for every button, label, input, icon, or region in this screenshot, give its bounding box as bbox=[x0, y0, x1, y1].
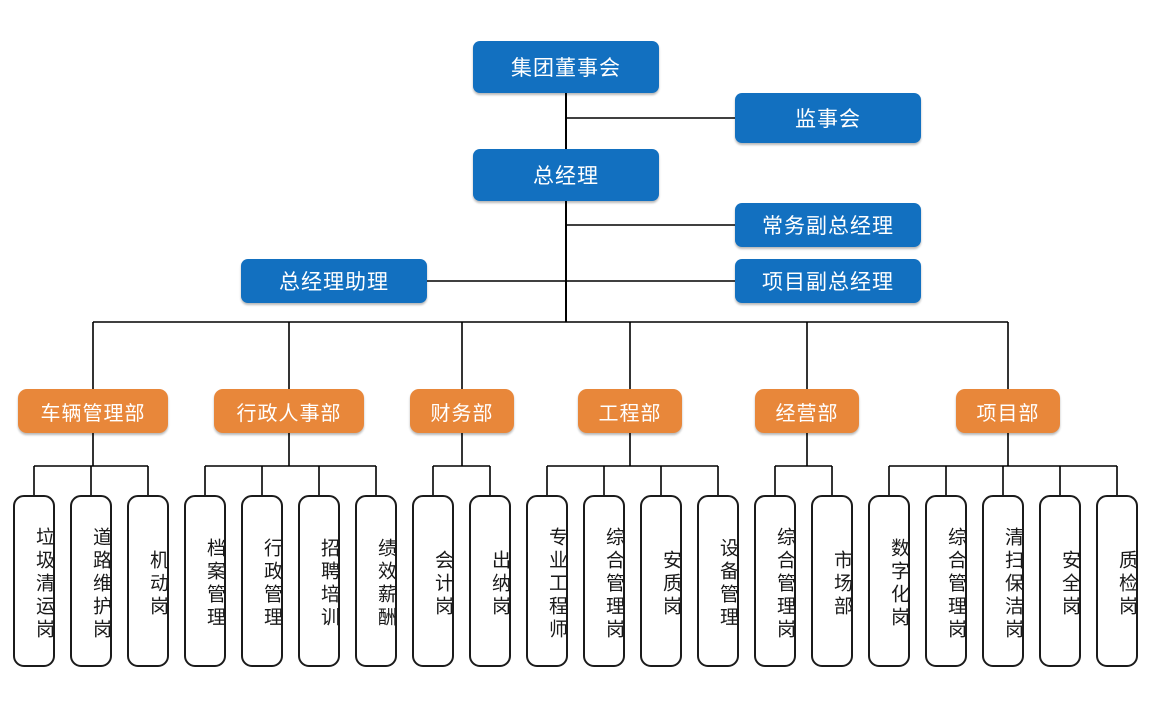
node-gm-assistant[interactable]: 总经理助理 bbox=[241, 259, 427, 303]
position-node[interactable]: 出纳岗 bbox=[469, 495, 511, 667]
department-node[interactable]: 工程部 bbox=[578, 389, 682, 433]
position-node[interactable]: 质检岗 bbox=[1096, 495, 1138, 667]
position-node[interactable]: 综合管理岗 bbox=[754, 495, 796, 667]
position-node[interactable]: 数字化岗 bbox=[868, 495, 910, 667]
node-supervisory-board[interactable]: 监事会 bbox=[735, 93, 921, 143]
position-node[interactable]: 档案管理 bbox=[184, 495, 226, 667]
position-node[interactable]: 垃圾清运岗 bbox=[13, 495, 55, 667]
position-node[interactable]: 安全岗 bbox=[1039, 495, 1081, 667]
department-node[interactable]: 经营部 bbox=[755, 389, 859, 433]
position-node[interactable]: 绩效薪酬 bbox=[355, 495, 397, 667]
node-project-deputy-gm[interactable]: 项目副总经理 bbox=[735, 259, 921, 303]
position-node[interactable]: 清扫保洁岗 bbox=[982, 495, 1024, 667]
position-node[interactable]: 招聘培训 bbox=[298, 495, 340, 667]
department-node[interactable]: 行政人事部 bbox=[214, 389, 364, 433]
node-executive-deputy-gm[interactable]: 常务副总经理 bbox=[735, 203, 921, 247]
node-general-manager[interactable]: 总经理 bbox=[473, 149, 659, 201]
position-node[interactable]: 安质岗 bbox=[640, 495, 682, 667]
position-node[interactable]: 机动岗 bbox=[127, 495, 169, 667]
position-node[interactable]: 行政管理 bbox=[241, 495, 283, 667]
position-node[interactable]: 综合管理岗 bbox=[925, 495, 967, 667]
department-node[interactable]: 财务部 bbox=[410, 389, 514, 433]
node-board-of-directors[interactable]: 集团董事会 bbox=[473, 41, 659, 93]
position-node[interactable]: 会计岗 bbox=[412, 495, 454, 667]
department-node[interactable]: 车辆管理部 bbox=[18, 389, 168, 433]
department-node[interactable]: 项目部 bbox=[956, 389, 1060, 433]
position-node[interactable]: 市场部 bbox=[811, 495, 853, 667]
position-node[interactable]: 专业工程师 bbox=[526, 495, 568, 667]
position-node[interactable]: 综合管理岗 bbox=[583, 495, 625, 667]
position-node[interactable]: 道路维护岗 bbox=[70, 495, 112, 667]
position-node[interactable]: 设备管理 bbox=[697, 495, 739, 667]
